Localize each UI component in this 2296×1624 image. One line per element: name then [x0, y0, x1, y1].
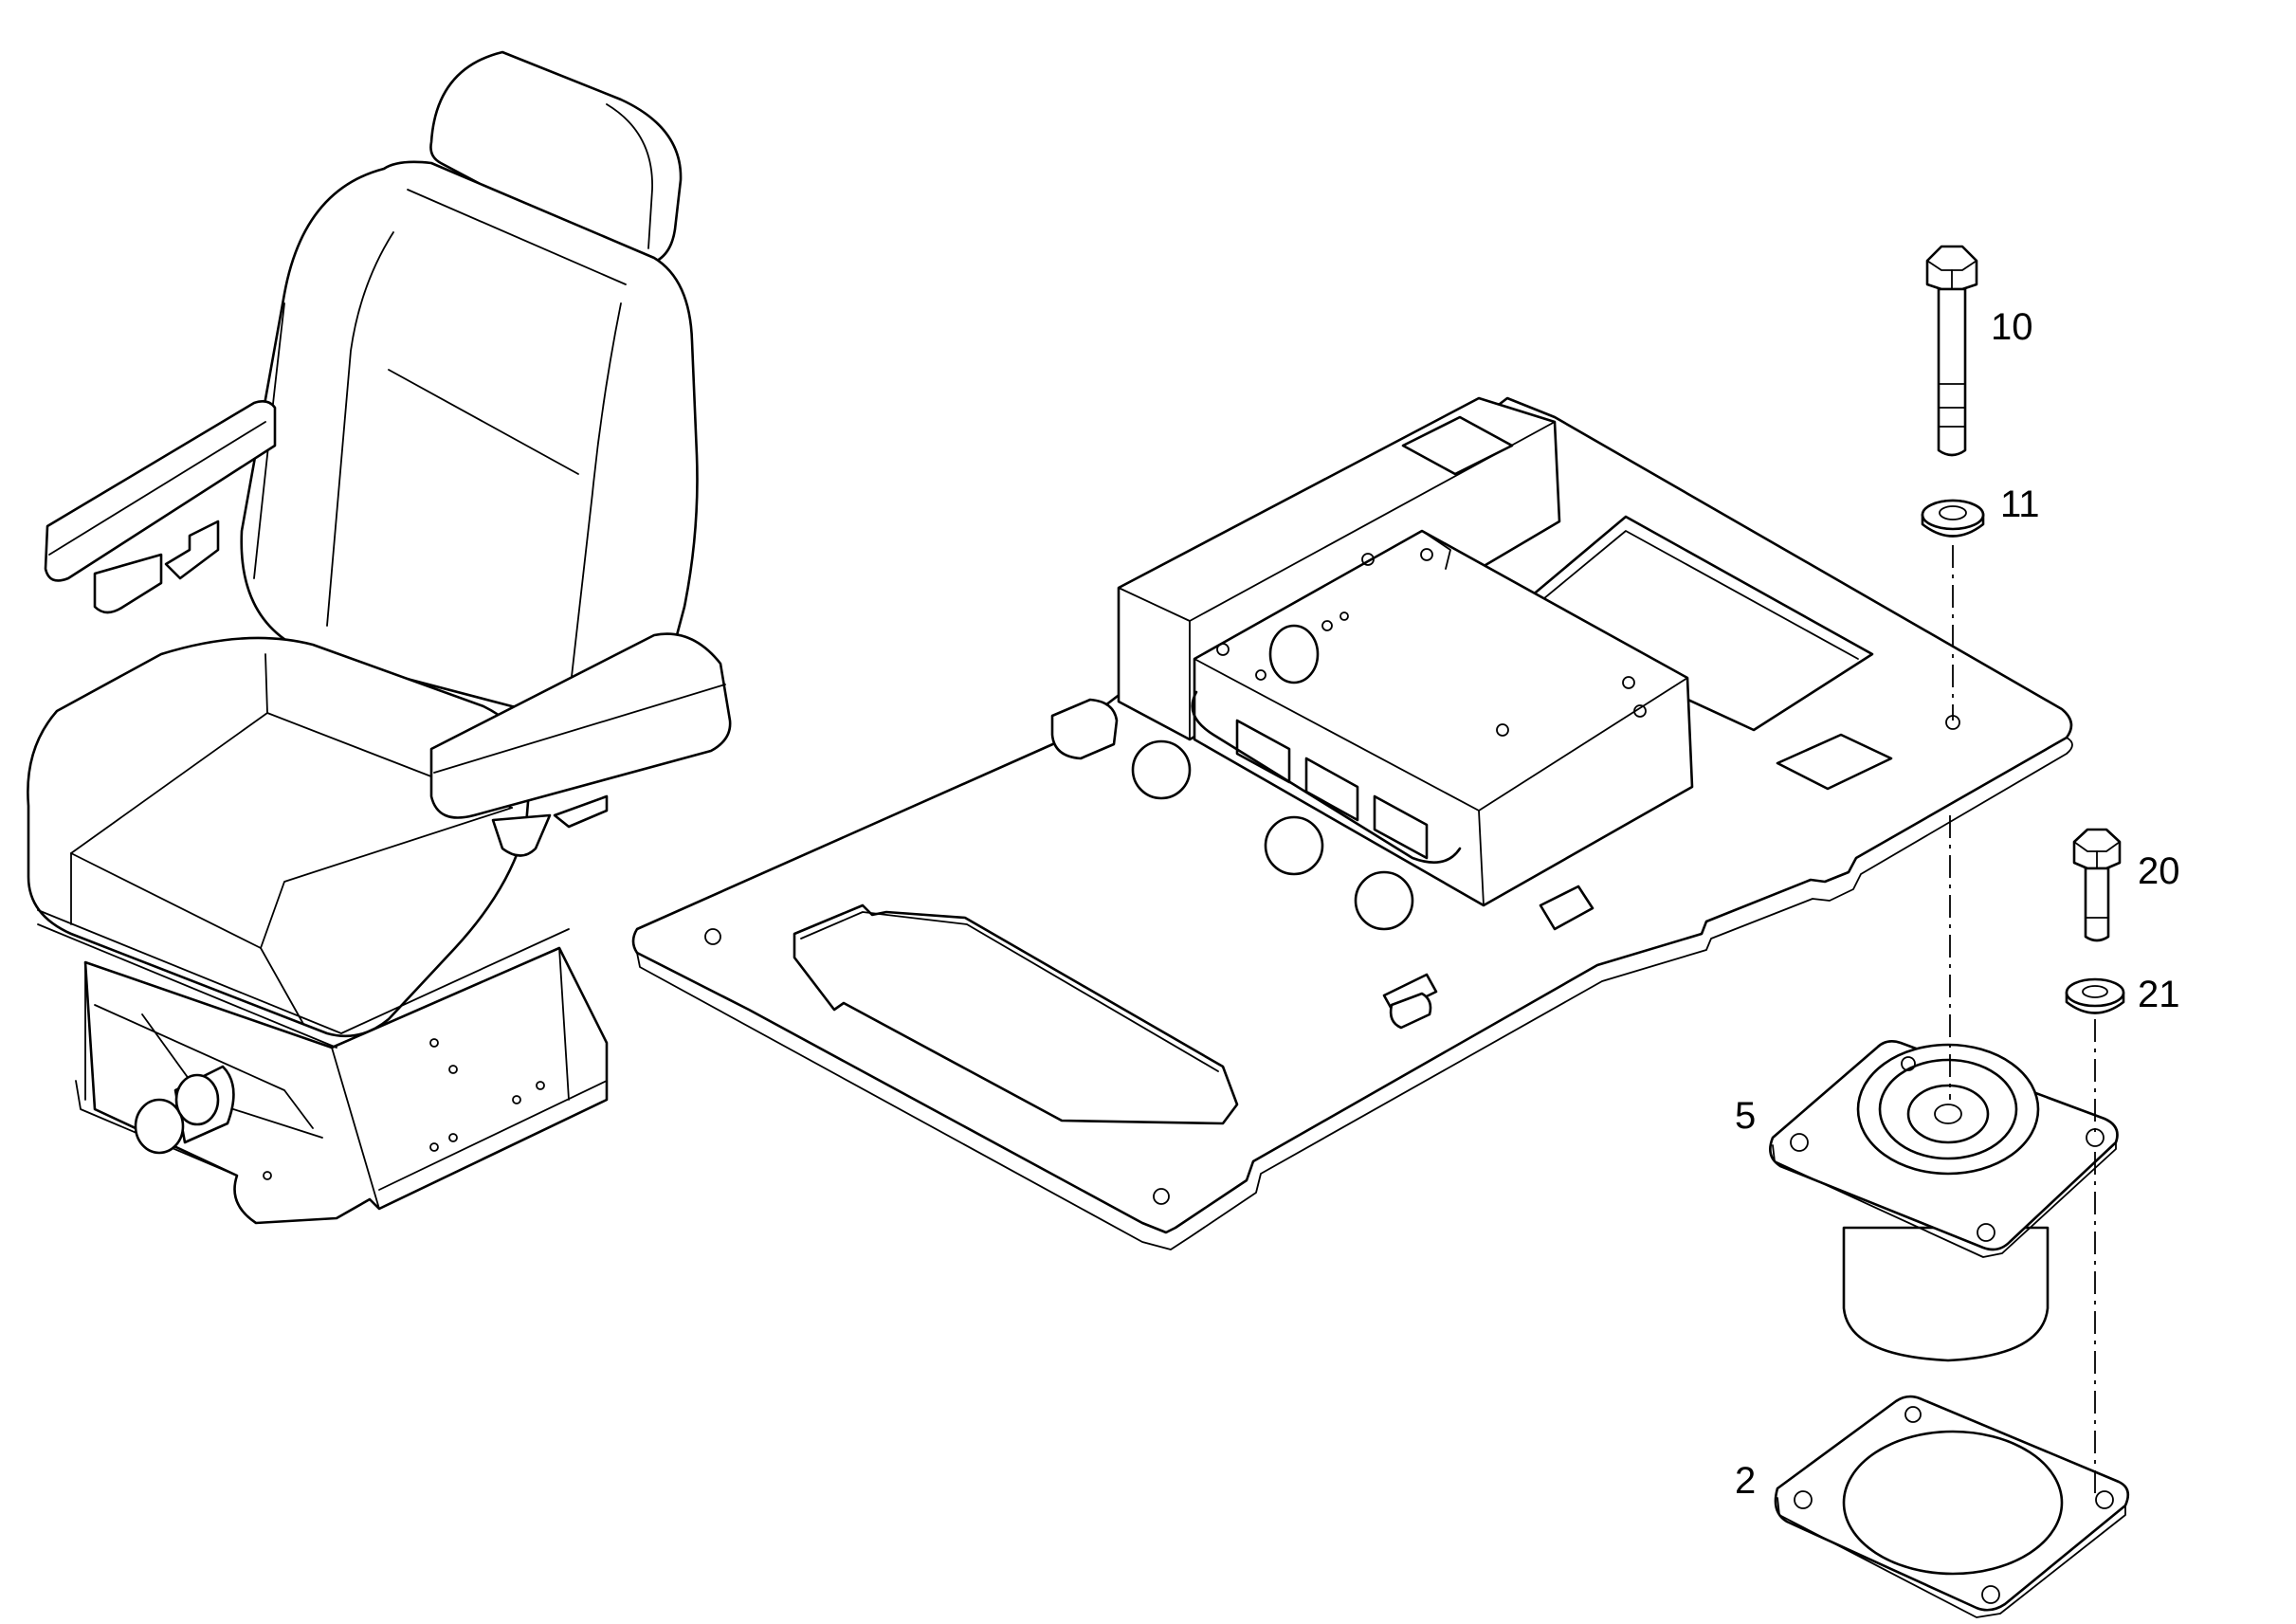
washer-21	[2065, 977, 2125, 1014]
seat-headrest	[429, 50, 683, 267]
mounting-plate	[631, 396, 2073, 1250]
seat-right-armrest	[429, 632, 732, 819]
assembly-centerlines	[1949, 545, 2096, 1498]
plate-left-cutout	[793, 903, 1239, 1125]
bolt-20	[2072, 828, 2122, 942]
operator-seat	[27, 50, 732, 1225]
seat-suspension-base	[83, 946, 609, 1225]
seat-left-armrest	[44, 400, 277, 582]
vibration-mount-5	[1769, 1040, 2119, 1362]
washer-11	[1921, 499, 1985, 538]
callout-5: 5	[1735, 1095, 1756, 1137]
callout-20: 20	[2138, 850, 2180, 892]
bolt-10	[1925, 245, 1978, 457]
callout-21: 21	[2138, 974, 2180, 1015]
callout-labels: 10 11 20 21 5 2	[1735, 306, 2180, 1502]
adapter-plate-2	[1774, 1395, 2130, 1618]
callout-10: 10	[1991, 306, 2033, 348]
callout-2: 2	[1735, 1460, 1756, 1502]
callout-11: 11	[2000, 484, 2040, 525]
